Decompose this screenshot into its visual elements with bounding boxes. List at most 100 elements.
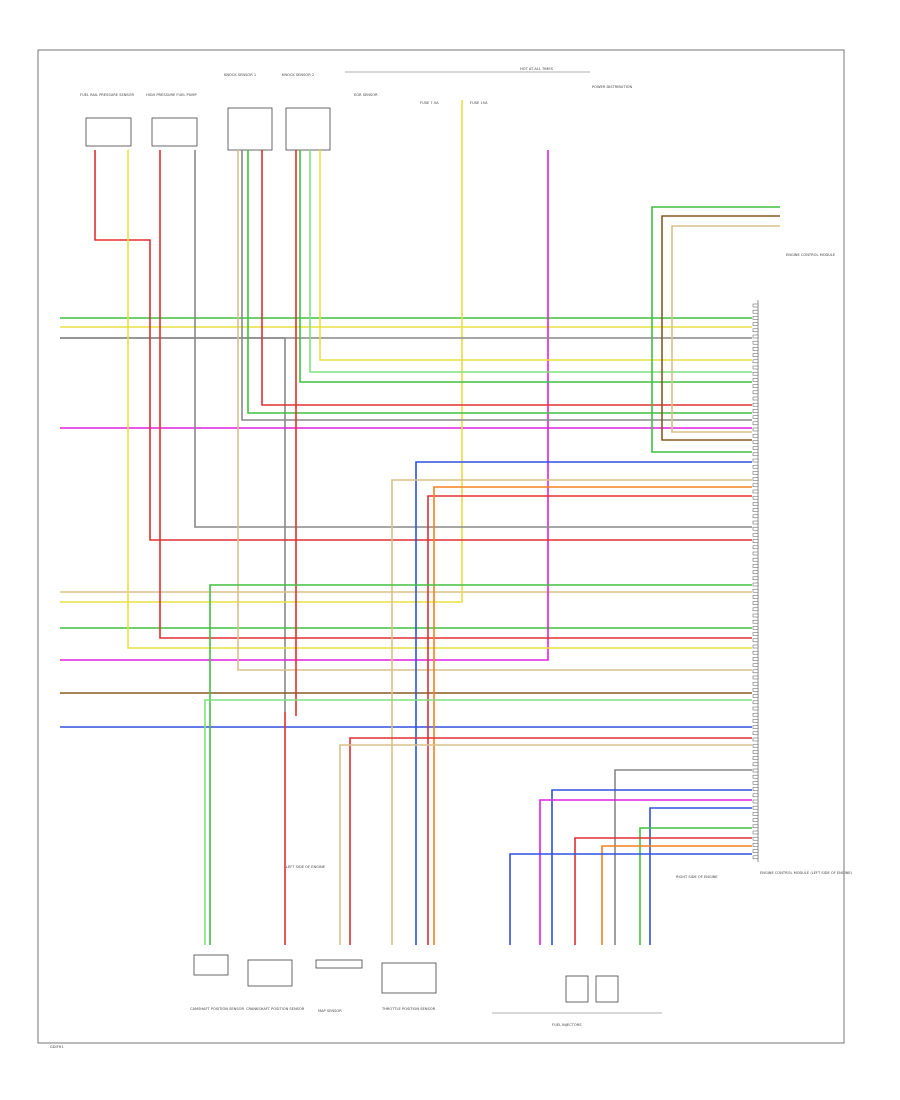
ecm-pin [752, 347, 759, 351]
ecm-pin [752, 334, 759, 339]
ecm-pin [752, 632, 759, 636]
ecm-name-label: ENGINE CONTROL MODULE (LEFT SIDE OF ENGI… [760, 871, 853, 875]
top-component-3: KNOCK SENSOR 1 [224, 73, 273, 151]
ecm-pin [752, 601, 759, 605]
left-ground-label: LEFT SIDE OF ENGINE [286, 865, 326, 869]
wire-orange-42 [601, 845, 752, 945]
ecm-pin [752, 799, 759, 804]
ecm-pin [752, 638, 759, 643]
ecm-pin [752, 650, 759, 655]
ecm-pin [752, 570, 759, 574]
wire-magenta-8 [60, 150, 549, 661]
ecm-pin [752, 750, 759, 754]
ecm-pin [752, 824, 759, 829]
wire-lightgreen-22 [309, 150, 752, 373]
ecm-pin [752, 508, 759, 512]
top-6-label: FUSE 7.5A [420, 101, 439, 105]
wire-red-14 [159, 150, 752, 639]
ecm-pin [752, 378, 759, 382]
top-7-label: FUSE 15A [470, 101, 488, 105]
top-component-1: FUEL RAIL PRESSURE SENSOR [80, 93, 135, 147]
ecm-pin [752, 607, 759, 612]
ecm-pin [752, 390, 759, 395]
ecm-pin [752, 502, 759, 506]
wire-lightgreen-32 [204, 699, 752, 945]
ecm-pin [752, 843, 759, 847]
ecm-pin [752, 365, 759, 370]
ecm-pin [752, 440, 759, 444]
wire-blue-43 [509, 853, 752, 945]
wire-red-18 [261, 150, 752, 406]
wire-yellow-23 [319, 150, 752, 361]
ecm-pin [752, 551, 759, 556]
ecm-pin [752, 415, 759, 419]
bottom-1-label: CAMSHAFT POSITION SENSOR [190, 1007, 244, 1011]
bottom-2-label: CRANKSHAFT POSITION SENSOR [246, 1007, 305, 1011]
ecm-pin [752, 539, 759, 543]
wire-tan-34 [339, 744, 752, 945]
wire-tan-29 [391, 479, 752, 945]
top-5-label: EGR SENSOR [354, 93, 378, 97]
wire-magenta-38 [539, 799, 752, 945]
ecm-pin [752, 489, 759, 494]
ecm-pin [752, 669, 759, 674]
ecm-pin [752, 805, 759, 810]
ecm-pin [752, 564, 759, 568]
wire-blue-37 [551, 789, 752, 945]
ecm-pin [752, 830, 759, 835]
wire-yellow-13 [127, 150, 752, 649]
ecm-pin [752, 452, 759, 457]
wire-red-27 [427, 495, 752, 945]
top-1-label: FUEL RAIL PRESSURE SENSOR [80, 93, 135, 97]
ecm-pin [752, 681, 759, 686]
ecm-pin [752, 849, 759, 853]
wire-gray-19 [241, 150, 752, 421]
ecm-pin [752, 787, 759, 791]
wire-green-40 [639, 827, 752, 945]
wire-red-12 [94, 150, 752, 541]
ecm-pin [752, 743, 759, 748]
ecm-pin [752, 675, 759, 680]
ecm-pin [752, 433, 759, 438]
ecm-pin [752, 576, 759, 581]
bottom-component-2: CRANKSHAFT POSITION SENSOR [246, 959, 305, 1011]
wire-yellow-6 [60, 100, 463, 603]
wire-tan-16 [237, 150, 752, 671]
wire-gray-15 [194, 150, 752, 528]
wire-gray-36 [614, 769, 752, 945]
ecm-pin [752, 402, 759, 407]
ecm-pin [752, 340, 759, 345]
hot-at-all-times-label: HOT AT ALL TIMES [520, 67, 554, 71]
bottom-4-label: THROTTLE POSITION SENSOR [381, 1007, 436, 1011]
ecm-pin [752, 719, 759, 723]
ecm-pin [752, 694, 759, 698]
top-8-label: POWER DISTRIBUTION [592, 85, 632, 89]
wire-brown-25 [661, 215, 780, 441]
bottom-component-1: CAMSHAFT POSITION SENSOR [190, 954, 244, 1011]
ecm-pin [752, 316, 759, 320]
ecm-pin [752, 359, 759, 364]
ecm-pin [752, 781, 759, 785]
ecm-connector: ENGINE CONTROL MODULE (LEFT SIDE OF ENGI… [752, 253, 853, 875]
footer-code: GDIFH1 [50, 1045, 64, 1049]
ecm-pin [752, 836, 759, 841]
wire-red-33 [349, 737, 752, 945]
ecm-pin [752, 626, 759, 630]
ecm-pin [752, 471, 759, 475]
ecm-pin [752, 768, 759, 773]
wire-red-41 [574, 837, 752, 945]
ecm-pin [752, 644, 759, 649]
ecm-pin [752, 688, 759, 692]
ecm-pin [752, 731, 759, 736]
bottom-component-4: THROTTLE POSITION SENSOR [381, 962, 437, 1011]
ecm-pin [752, 495, 759, 500]
ecm-pin [752, 588, 759, 593]
right-side-label: RIGHT SIDE OF ENGINE [676, 875, 718, 879]
top-4-label: KNOCK SENSOR 2 [282, 73, 314, 77]
ecm-pin [752, 309, 759, 314]
ecm-connector-label: ENGINE CONTROL MODULE [786, 253, 836, 257]
top-2-label: HIGH PRESSURE FUEL PUMP [146, 93, 197, 97]
ecm-pin [752, 737, 759, 742]
ecm-pin [752, 427, 759, 432]
